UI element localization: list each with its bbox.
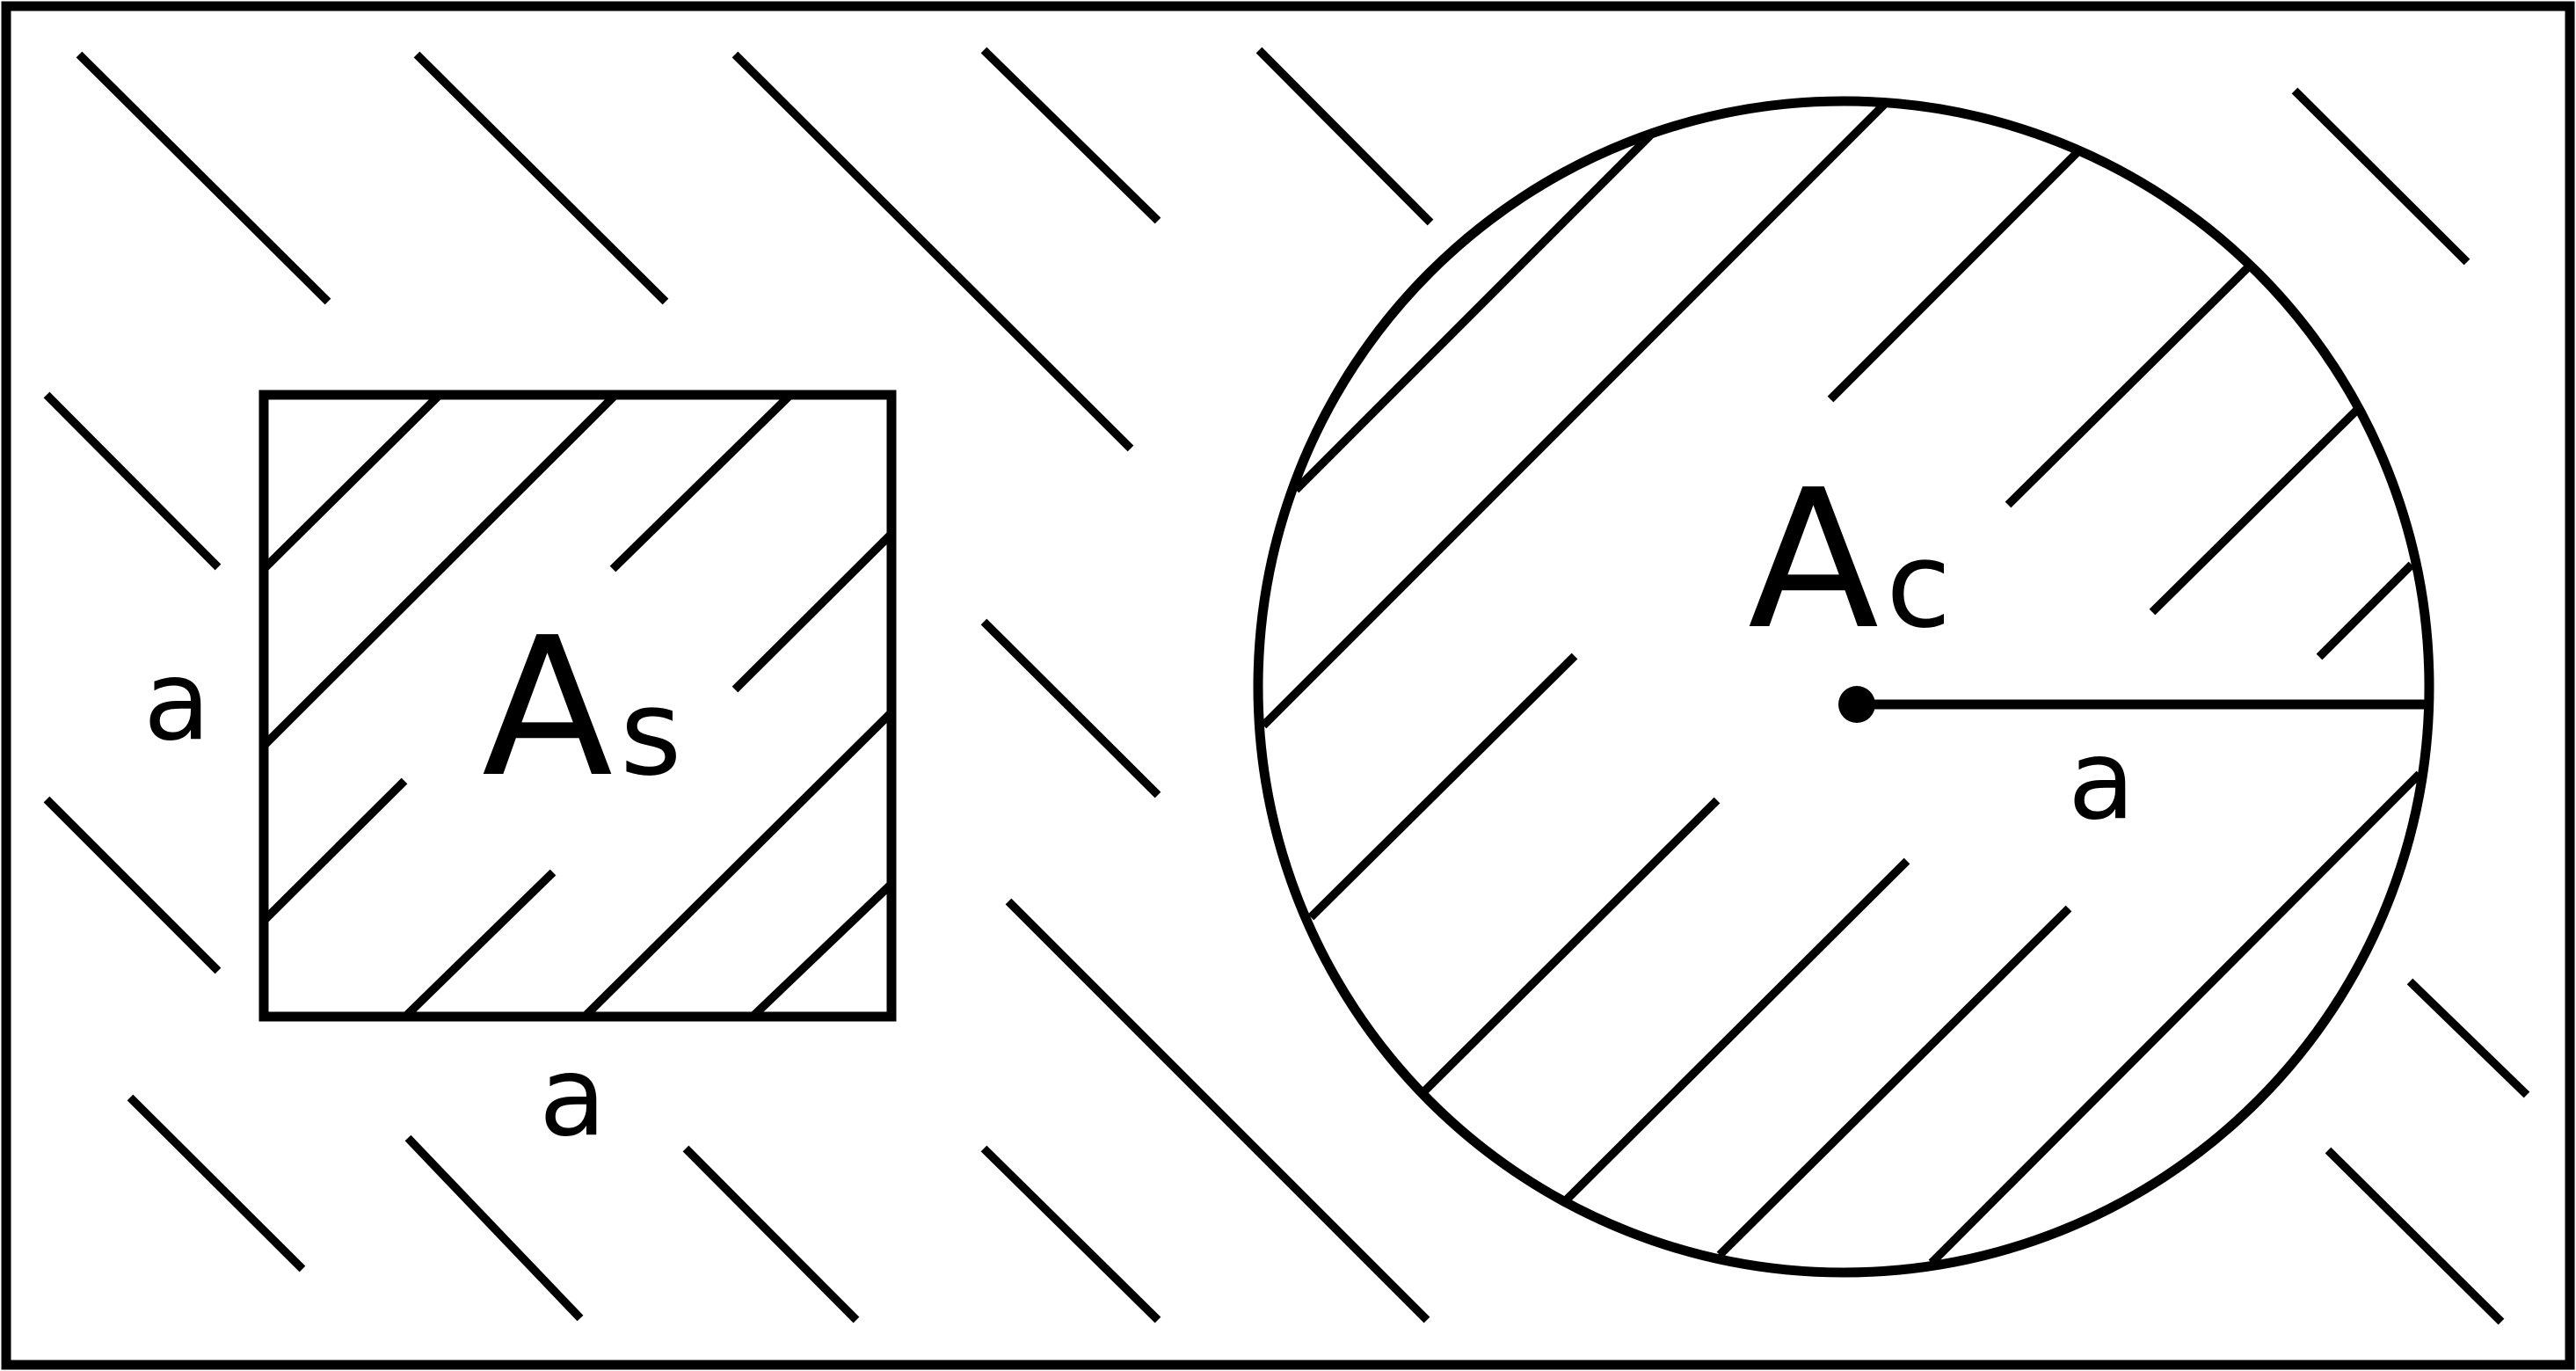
square-side-label-bottom: a xyxy=(539,1033,607,1161)
square-hatching xyxy=(260,391,895,1020)
radius-label: a xyxy=(2068,717,2136,844)
circle-shape xyxy=(1253,96,2434,1278)
square-shape xyxy=(258,390,897,1022)
square-side-label-left: a xyxy=(143,638,211,765)
circle-hatching xyxy=(1260,98,2423,1266)
center-point xyxy=(1838,686,1875,723)
background-hatching xyxy=(43,47,2530,1325)
circle-area-label: Ac xyxy=(1748,449,1951,672)
square-area-label: As xyxy=(482,597,681,820)
